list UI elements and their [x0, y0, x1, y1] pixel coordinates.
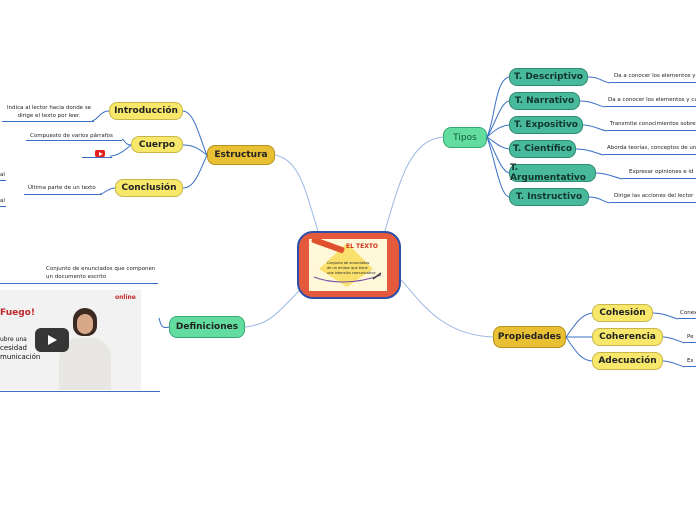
youtube-icon[interactable]: [95, 150, 105, 157]
video-word-3: cesidad: [0, 344, 27, 352]
t-expositivo-underline: [607, 130, 696, 131]
node-tipos[interactable]: Tipos: [443, 127, 487, 148]
coherencia-text: Pe: [687, 334, 694, 340]
video-thumbnail[interactable]: Fuego! ubre una cesidad municación onlin…: [0, 290, 141, 390]
node-conclusion[interactable]: Conclusión: [115, 179, 183, 197]
node-propiedades[interactable]: Propiedades: [493, 326, 566, 348]
pencil-illustration: [311, 236, 382, 287]
central-topic-title: EL TEXTO: [346, 243, 379, 250]
node-adecuacion[interactable]: Adecuación: [592, 352, 663, 370]
node-cohesion[interactable]: Cohesión: [592, 304, 653, 322]
node-t-cientifico[interactable]: T. Científico: [509, 140, 576, 158]
central-topic-caption-1: Conjunto de enunciados: [327, 261, 370, 265]
video-word-2: ubre una: [0, 336, 27, 343]
t-instructivo-text: Dirige las acciones del lector: [614, 193, 694, 199]
definiciones-text: Conjunto de enunciados que componen un d…: [46, 266, 156, 280]
t-argumentativo-text: Expresar opiniones e id: [629, 169, 694, 175]
introduccion-underline: [2, 121, 94, 122]
video-brand: online: [115, 294, 136, 301]
adecuacion-text: Es: [687, 358, 694, 364]
cuerpo-underline: [26, 140, 122, 141]
adecuacion-underline: [685, 366, 696, 367]
conclusion-underline: [24, 194, 102, 195]
conclusion-cut-text-2: al: [0, 198, 5, 204]
t-argumentativo-underline: [623, 178, 696, 179]
conclusion-cut-underline-2: [0, 206, 6, 207]
node-introduccion[interactable]: Introducción: [109, 102, 183, 120]
video-underline: [0, 391, 160, 392]
central-topic-caption-2: de un emisor que tiene: [327, 266, 368, 270]
node-t-argumentativo[interactable]: T. Argumentativo: [509, 163, 596, 183]
node-coherencia[interactable]: Coherencia: [592, 328, 663, 346]
t-descriptivo-underline: [610, 82, 696, 83]
t-instructivo-underline: [610, 202, 696, 203]
cuerpo-text: Compuesto de varios párrafos: [30, 133, 113, 139]
cohesion-underline: [678, 318, 696, 319]
youtube-underline: [82, 157, 112, 158]
node-estructura[interactable]: Estructura: [207, 145, 275, 165]
coherencia-underline: [685, 342, 696, 343]
conclusion-cut-underline-1: [0, 180, 6, 181]
video-word-4: municación: [0, 353, 41, 361]
t-narrativo-text: Da a conocer los elementos y ca: [608, 97, 696, 103]
introduccion-text: Indica al lector hacia donde se dirige e…: [6, 105, 92, 119]
t-narrativo-underline: [605, 106, 696, 107]
conclusion-cut-text-1: al: [0, 172, 5, 178]
t-expositivo-text: Transmite conocimientos sobre: [610, 121, 696, 127]
node-t-descriptivo[interactable]: T. Descriptivo: [509, 68, 588, 86]
node-definiciones[interactable]: Definiciones: [169, 316, 245, 338]
play-button-icon[interactable]: [35, 328, 69, 352]
node-t-narrativo[interactable]: T. Narrativo: [509, 92, 580, 110]
t-descriptivo-text: Da a conocer los elementos y: [614, 73, 696, 79]
video-word-1: Fuego!: [0, 308, 35, 318]
node-t-instructivo[interactable]: T. Instructivo: [509, 188, 589, 206]
central-topic-caption-3: una intención comunicativa: [327, 271, 376, 275]
t-cientifico-text: Aborda teorías, conceptos de un: [607, 145, 696, 151]
central-topic-image: EL TEXTO Conjunto de enunciados de un em…: [309, 236, 387, 291]
conclusion-text: Última parte de un texto: [28, 185, 96, 191]
node-t-expositivo[interactable]: T. Expositivo: [509, 116, 583, 134]
definiciones-underline: [0, 283, 158, 284]
central-topic[interactable]: EL TEXTO Conjunto de enunciados de un em…: [297, 231, 401, 299]
node-cuerpo[interactable]: Cuerpo: [131, 136, 183, 153]
t-cientifico-underline: [604, 154, 696, 155]
cohesion-text: Conex: [680, 310, 696, 316]
